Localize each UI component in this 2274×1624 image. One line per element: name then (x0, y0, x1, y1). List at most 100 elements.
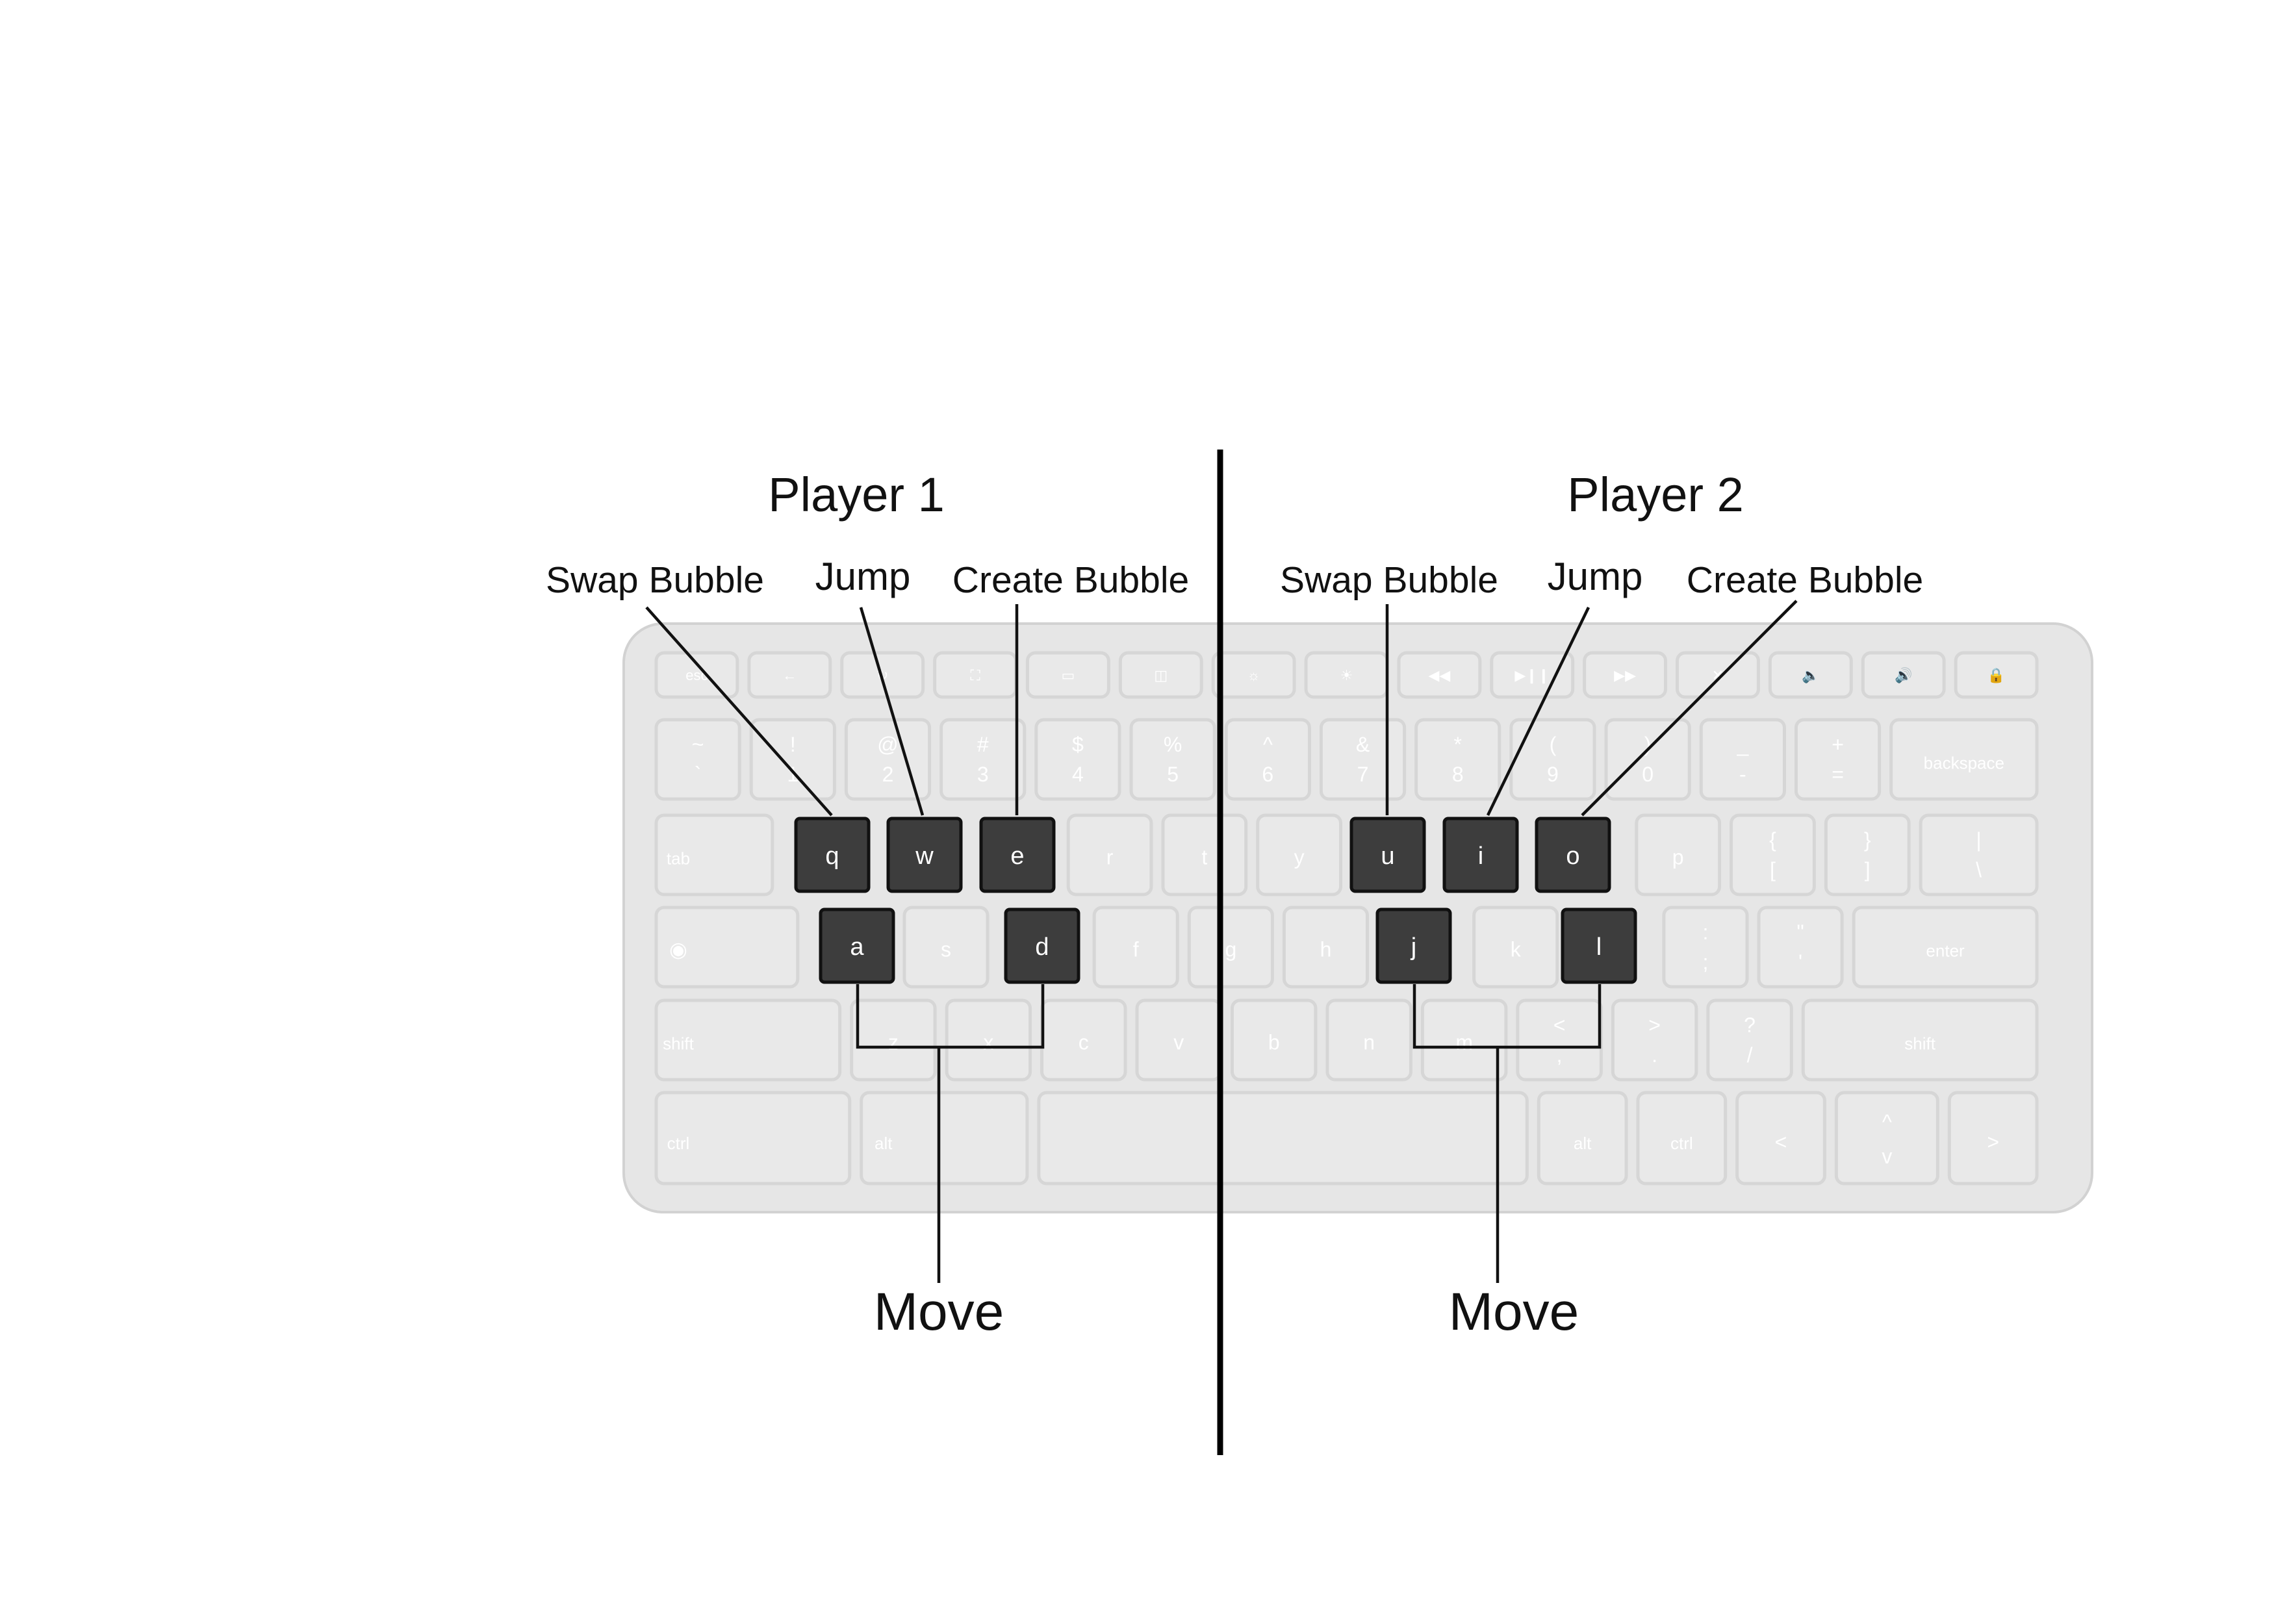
keyboard-key-label: enter (1926, 941, 1965, 961)
keyboard-key-label: 4 (1072, 763, 1084, 786)
keyboard-key-label: y (1294, 846, 1305, 869)
keyboard-key-label: > (1987, 1130, 1999, 1154)
keyboard-key-label: _ (1736, 733, 1749, 756)
keyboard-key (945, 998, 1032, 1082)
keyboard-key (1224, 718, 1311, 801)
keyboard-key-label: ☀ (1340, 667, 1353, 683)
p2-move-right-key (1561, 907, 1637, 984)
keyboard-key-label: # (977, 733, 989, 756)
keyboard-key-label: ◫ (1154, 667, 1168, 683)
keyboard-key-label: * (1454, 733, 1462, 756)
keyboard-key-label: 3 (977, 763, 989, 786)
keyboard-key-label: / (1747, 1043, 1753, 1067)
player2-title: Player 2 (1567, 468, 1743, 522)
keyboard-key-label: $ (1072, 733, 1084, 756)
keyboard-key (1025, 651, 1110, 699)
keyboard-key (1319, 718, 1407, 801)
keyboard-key (1824, 813, 1911, 896)
keyboard-key (1730, 813, 1816, 896)
keyboard-key (1735, 1091, 1826, 1186)
p2-jump-key-label: i (1478, 843, 1483, 870)
callout-lines (645, 600, 1798, 1283)
keyboard-key-label: ◀◀ (1428, 667, 1450, 683)
player2-captions: Player 2 Swap Bubble Jump Create Bubble … (1280, 468, 1923, 1341)
keyboard-key-label: ^ (1882, 1110, 1892, 1134)
keyboard-key-label: b (1268, 1031, 1280, 1054)
player2-keys: u i o j l (1349, 817, 1637, 984)
p1-jump-caption: Jump (815, 555, 911, 598)
keyboard-key (1211, 651, 1296, 699)
p2-jump-callout (1486, 607, 1591, 816)
keyboard-key (1757, 906, 1844, 989)
keyboard-key-label: z (888, 1031, 899, 1054)
keyboard-key (1037, 1091, 1529, 1186)
keyboard-key (1537, 1091, 1628, 1186)
keyboard-key (654, 718, 741, 801)
keyboard-key-label: ▶❙❙ (1514, 667, 1550, 684)
keyboard-keys: esc←↻⛶▭◫☼☀◀◀▶❙❙▶▶✕🔈🔊🔒~`!1@2#3$4%5^6&7*8(… (654, 651, 2039, 1186)
p2-swap-key-label: u (1381, 843, 1394, 870)
keyboard-key (1954, 651, 2039, 699)
keyboard-key-label: < (1553, 1013, 1566, 1037)
keyboard-key (1794, 718, 1882, 801)
keyboard-key (1834, 1091, 1939, 1186)
keyboard-key-label: m (1455, 1031, 1473, 1054)
keyboard-key (1092, 906, 1179, 989)
keyboard-key-label: = (1832, 763, 1844, 786)
p1-create-key-label: e (1010, 843, 1024, 870)
keyboard-key-label: ] (1865, 858, 1871, 882)
keyboard-key (939, 718, 1027, 801)
player1-captions: Player 1 Swap Bubble Jump Create Bubble … (546, 468, 1189, 1341)
p2-move-left-key-label: j (1411, 933, 1416, 961)
p2-swap-caption: Swap Bubble (1280, 559, 1498, 601)
keyboard-key (1490, 651, 1575, 699)
keyboard-key (1118, 651, 1203, 699)
keyboard-key (1662, 906, 1749, 989)
keyboard-key-label: { (1769, 828, 1776, 852)
keyboard-key (1706, 998, 1793, 1082)
keyboard-key-label: 🔒 (1987, 667, 2005, 683)
keyboard-key-label: ▭ (1062, 667, 1075, 683)
p2-jump-key (1442, 817, 1519, 893)
keyboard-key-label: alt (1574, 1134, 1592, 1153)
keyboard-key (1397, 651, 1482, 699)
keyboard-key (1611, 998, 1698, 1082)
p1-move-bracket (856, 984, 1045, 1049)
keyboard-key-label: \ (1976, 858, 1982, 882)
p1-swap-callout (645, 606, 833, 817)
keyboard-key-label: v (1882, 1145, 1892, 1168)
p2-move-caption: Move (1449, 1282, 1579, 1341)
keyboard-key-label: | (1976, 828, 1981, 852)
p2-move-bracket (1412, 984, 1602, 1049)
keyboard-key-label: f (1133, 938, 1139, 961)
keyboard-key-label: k (1511, 938, 1522, 961)
keyboard-key-label: ) (1644, 733, 1652, 756)
keyboard-key (1066, 813, 1153, 896)
keyboard-key (1282, 906, 1370, 989)
keyboard-key-label: ☼ (1247, 667, 1260, 683)
p1-move-right-key-label: d (1035, 933, 1049, 961)
keyboard-key-label: r (1106, 846, 1114, 869)
keyboard-key (1034, 718, 1121, 801)
keyboard-key-label: ctrl (667, 1134, 690, 1153)
keyboard-key-label: ctrl (1670, 1134, 1693, 1153)
keyboard-key (1919, 813, 2039, 896)
player1-title: Player 1 (768, 468, 944, 522)
keyboard-key (1604, 718, 1691, 801)
keyboard-key (1256, 813, 1343, 896)
keyboard-key-label: shift (1904, 1034, 1935, 1054)
keyboard-key (844, 718, 932, 801)
keyboard-key-label: h (1320, 938, 1332, 961)
keyboard-key-label: 8 (1452, 763, 1464, 786)
keyboard-key-label: @ (877, 733, 898, 756)
keyboard-key-label: n (1363, 1031, 1375, 1054)
keyboard-key-label: ' (1798, 950, 1802, 974)
keyboard-key-label: ◉ (669, 938, 687, 961)
keyboard-key-label: ! (790, 733, 796, 756)
keyboard-key (1635, 813, 1722, 896)
keyboard-key-label: x (983, 1031, 993, 1054)
keyboard-key-label: : (1703, 920, 1709, 944)
keyboard-key-label: , (1557, 1043, 1563, 1067)
keyboard-key-label: } (1864, 828, 1871, 852)
